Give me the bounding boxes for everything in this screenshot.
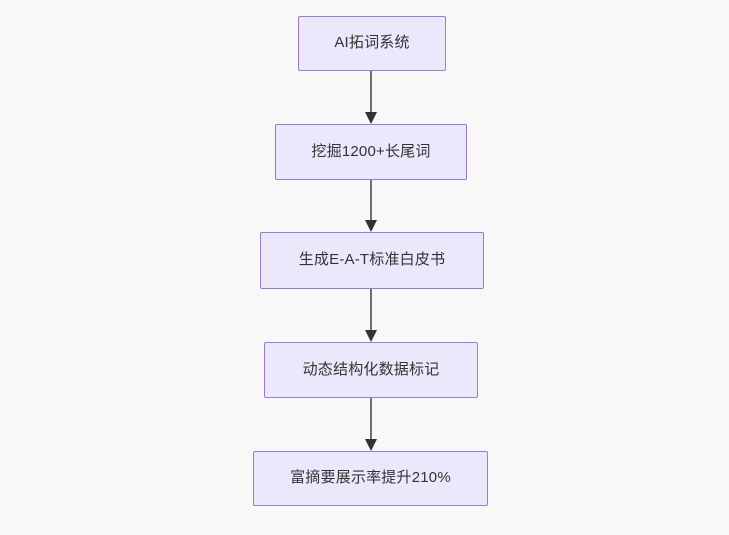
edge-n3-n4: [365, 289, 377, 342]
node-label: 挖掘1200+长尾词: [311, 142, 431, 160]
flowchart-node-dynamic-structured-data-markup[interactable]: 动态结构化数据标记: [264, 342, 478, 398]
flowchart-node-generate-eat-whitepaper[interactable]: 生成E-A-T标准白皮书: [260, 232, 484, 289]
edge-n2-n3: [365, 180, 377, 232]
flowchart-node-rich-snippet-impression-lift[interactable]: 富摘要展示率提升210%: [253, 451, 488, 506]
node-label: 富摘要展示率提升210%: [290, 469, 451, 487]
edge-n4-n5: [365, 398, 377, 451]
node-label: AI拓词系统: [334, 34, 410, 52]
node-label: 动态结构化数据标记: [302, 360, 440, 378]
flowchart-node-mine-longtail-keywords[interactable]: 挖掘1200+长尾词: [275, 124, 467, 180]
flowchart-node-ai-keyword-system[interactable]: AI拓词系统: [298, 16, 446, 71]
edge-n1-n2: [365, 71, 377, 124]
node-label: 生成E-A-T标准白皮书: [298, 251, 446, 269]
